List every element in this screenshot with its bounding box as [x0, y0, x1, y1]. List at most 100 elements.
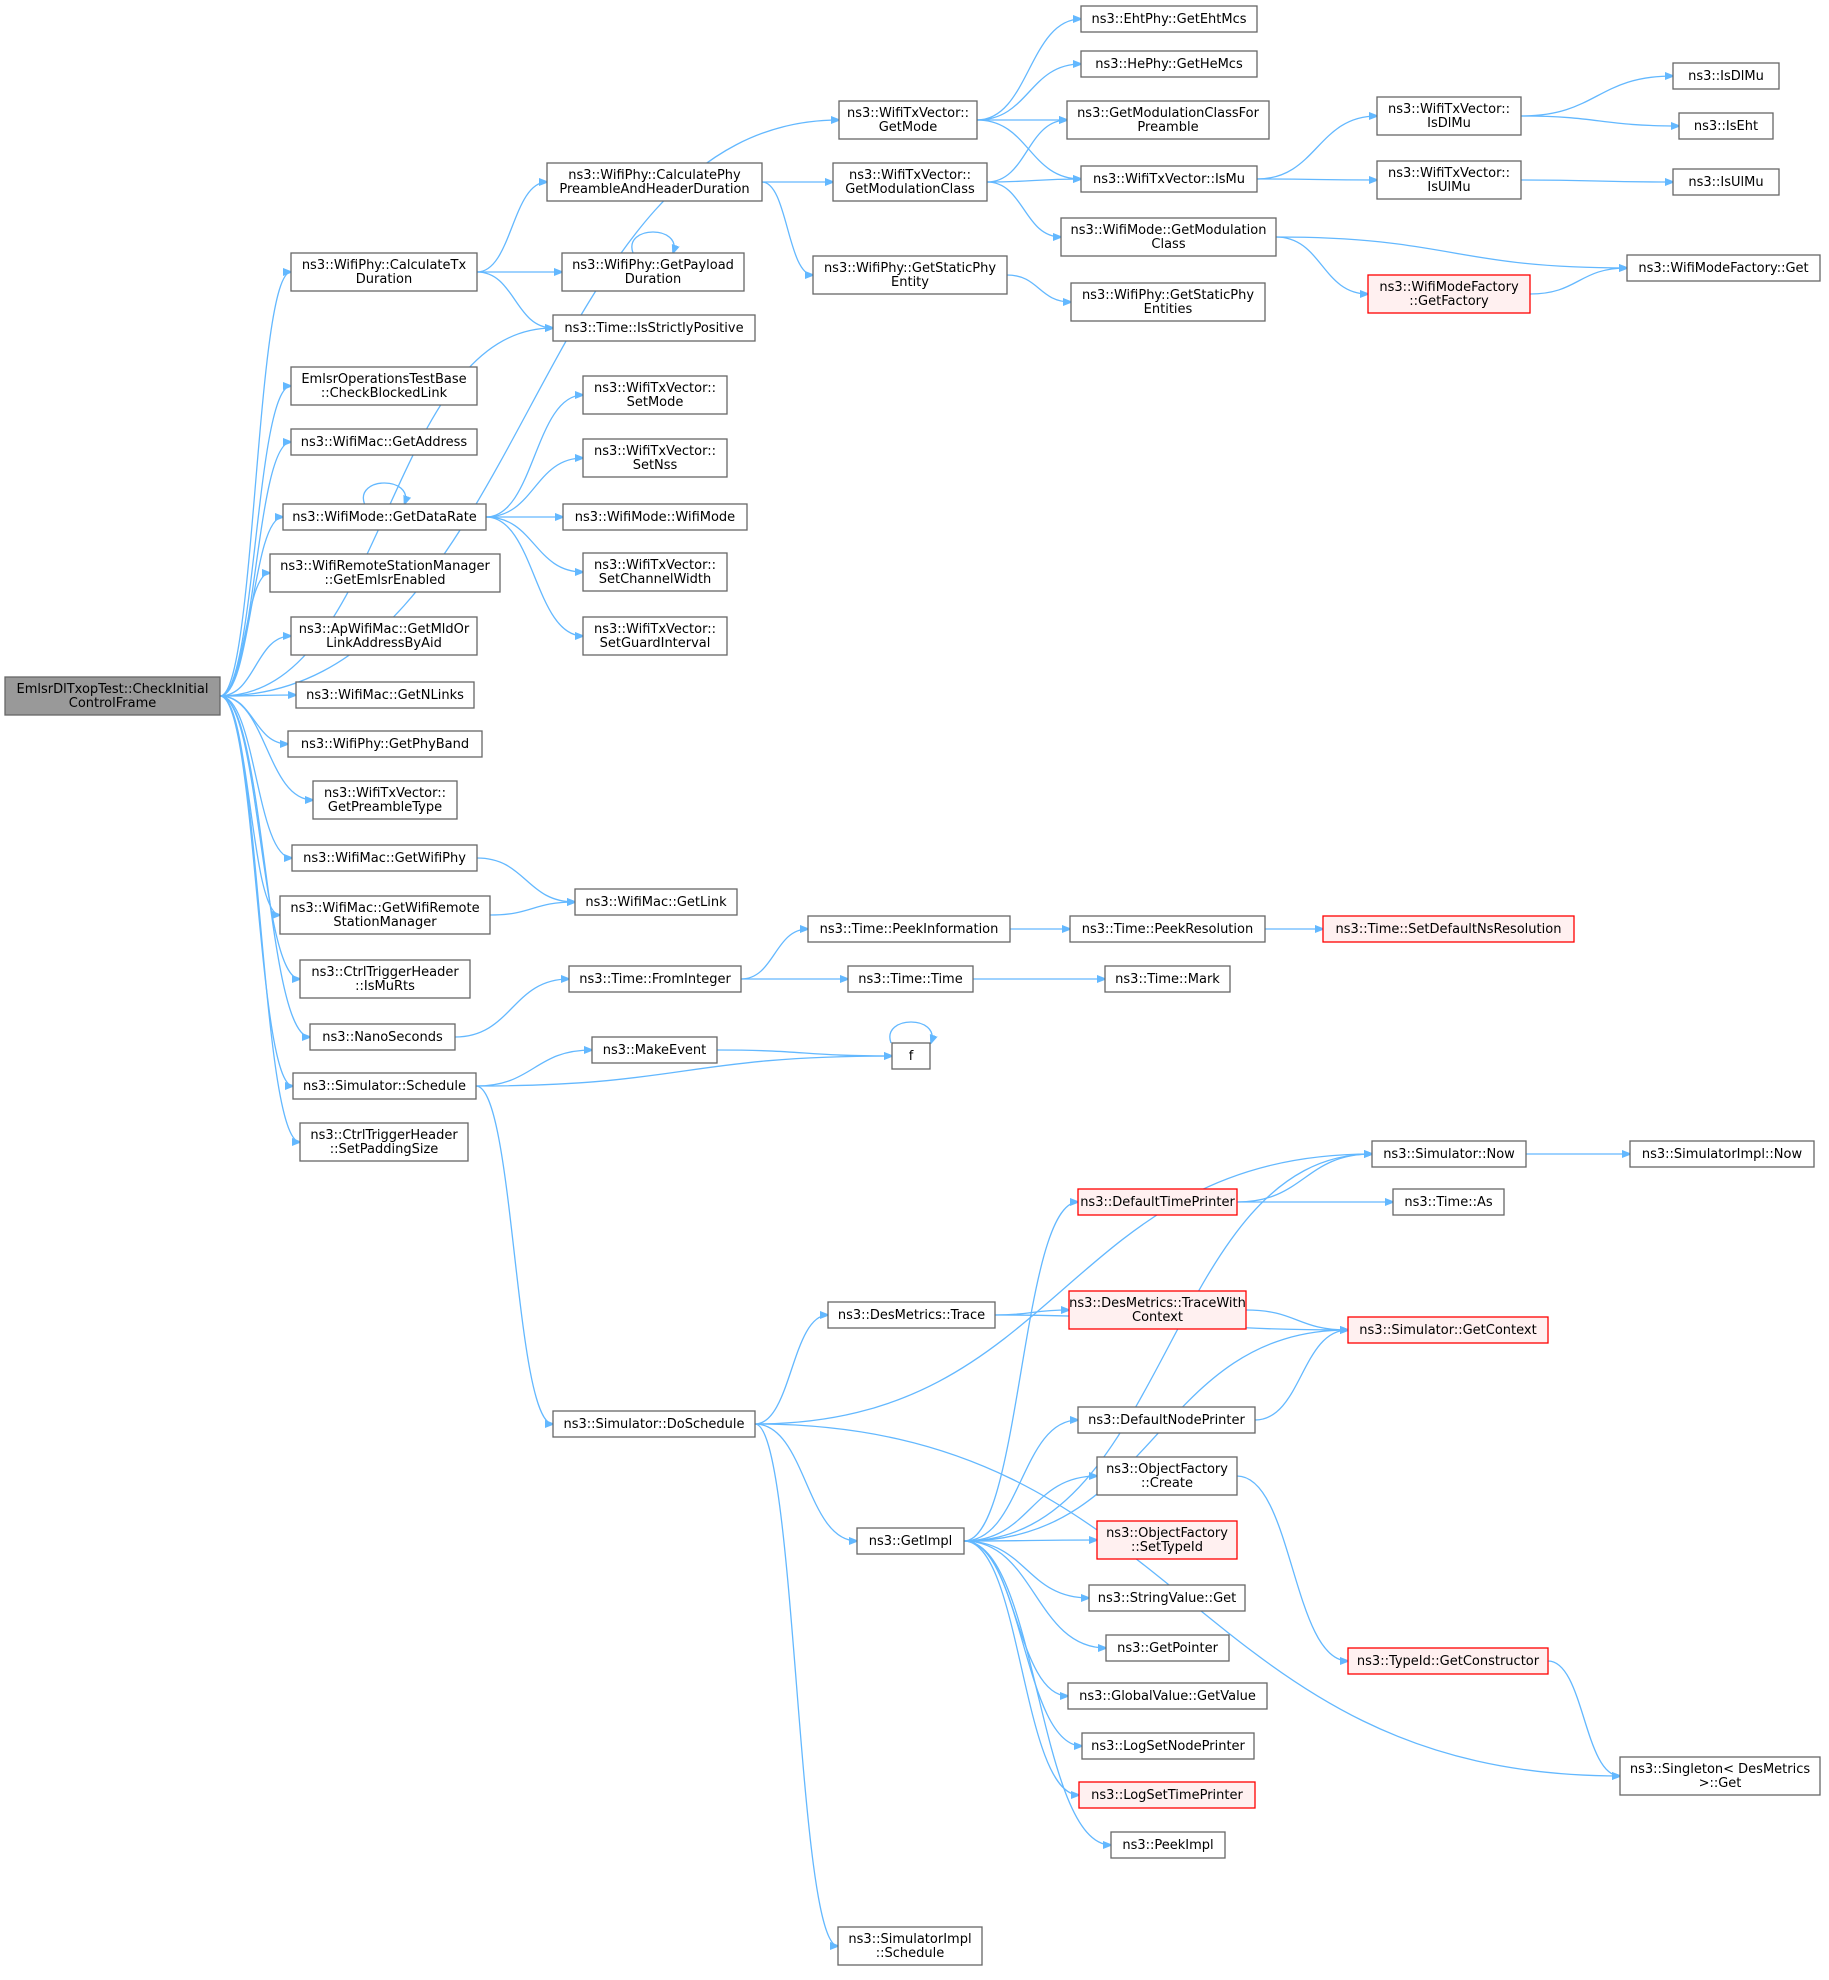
node-n68[interactable]: ns3::SimulatorImpl::Now [1629, 1140, 1815, 1168]
node-box[interactable] [591, 1036, 718, 1064]
node-n26[interactable]: ns3::Time::FromInteger [568, 965, 742, 993]
node-n13[interactable]: ns3::CtrlTriggerHeader::IsMuRts [299, 959, 471, 999]
node-box[interactable] [1626, 254, 1821, 282]
node-box[interactable] [279, 895, 491, 935]
node-box[interactable] [282, 503, 487, 531]
node-n58[interactable]: ns3::WifiModeFactory::GetFactory [1367, 274, 1531, 314]
node-n38[interactable]: ns3::HePhy::GetHeMcs [1080, 50, 1258, 78]
node-n50[interactable]: ns3::StringValue::Get [1088, 1584, 1246, 1612]
node-n6[interactable]: ns3::WifiRemoteStationManager::GetEmlsrE… [269, 553, 501, 593]
node-box[interactable] [1088, 1584, 1246, 1612]
node-n47[interactable]: ns3::DefaultNodePrinter [1077, 1406, 1256, 1434]
node-n17[interactable]: ns3::WifiTxVector::GetMode [838, 100, 978, 140]
node-box[interactable] [309, 1023, 456, 1051]
node-n61[interactable]: ns3::Simulator::Now [1371, 1140, 1527, 1168]
node-box[interactable] [1104, 965, 1231, 993]
node-box[interactable] [1080, 165, 1258, 193]
node-box[interactable] [287, 730, 483, 758]
node-box[interactable] [299, 959, 471, 999]
node-n37[interactable]: ns3::EhtPhy::GetEhtMcs [1080, 5, 1258, 33]
node-box[interactable] [1070, 282, 1266, 322]
node-box[interactable] [292, 1072, 477, 1100]
node-n60[interactable]: ns3::Time::SetDefaultNsResolution [1322, 915, 1575, 943]
node-n65[interactable]: ns3::IsDlMu [1672, 62, 1780, 90]
node-n64[interactable]: ns3::TypeId::GetConstructor [1347, 1647, 1549, 1675]
node-box[interactable] [1081, 1732, 1255, 1760]
node-box[interactable] [1068, 1290, 1247, 1330]
node-box[interactable] [1077, 1188, 1238, 1216]
node-box[interactable] [568, 965, 742, 993]
node-n41[interactable]: ns3::WifiMode::GetModulationClass [1060, 217, 1277, 257]
node-box[interactable] [1619, 1756, 1821, 1796]
node-box[interactable] [1069, 915, 1266, 943]
node-n9[interactable]: ns3::WifiPhy::GetPhyBand [287, 730, 483, 758]
node-box[interactable] [290, 252, 478, 292]
node-box[interactable] [582, 552, 728, 592]
node-box[interactable] [562, 503, 748, 531]
node-box[interactable] [1376, 96, 1522, 136]
node-box[interactable] [847, 965, 974, 993]
node-n36[interactable]: ns3::SimulatorImpl::Schedule [837, 1926, 983, 1966]
node-box[interactable] [1392, 1188, 1505, 1216]
node-box[interactable] [1110, 1831, 1226, 1859]
node-box[interactable] [1371, 1140, 1527, 1168]
node-box[interactable] [891, 1042, 931, 1070]
node-n22[interactable]: ns3::WifiMode::WifiMode [562, 503, 748, 531]
node-n34[interactable]: ns3::DesMetrics::Trace [827, 1301, 996, 1329]
node-n48[interactable]: ns3::ObjectFactory::Create [1096, 1456, 1238, 1496]
node-n2[interactable]: ns3::Time::IsStrictlyPositive [552, 314, 756, 342]
node-box[interactable] [832, 162, 988, 202]
node-box[interactable] [582, 616, 728, 656]
node-box[interactable] [1347, 1316, 1549, 1344]
node-n45[interactable]: ns3::DefaultTimePrinter [1077, 1188, 1238, 1216]
node-n5[interactable]: ns3::WifiMode::GetDataRate [282, 503, 487, 531]
node-box[interactable] [1376, 160, 1522, 200]
node-box[interactable] [4, 676, 221, 716]
node-box[interactable] [1080, 50, 1258, 78]
node-box[interactable] [812, 255, 1008, 295]
node-n35[interactable]: ns3::GetImpl [856, 1527, 965, 1555]
node-box[interactable] [1367, 274, 1531, 314]
node-box[interactable] [827, 1301, 996, 1329]
node-box[interactable] [1067, 1682, 1268, 1710]
node-box[interactable] [1105, 1634, 1230, 1662]
node-n4[interactable]: ns3::WifiMac::GetAddress [290, 428, 478, 456]
node-n66[interactable]: ns3::IsEht [1678, 112, 1774, 140]
node-n33[interactable]: ns3::Time::Time [847, 965, 974, 993]
node-box[interactable] [1347, 1647, 1549, 1675]
node-n30[interactable]: ns3::WifiTxVector::GetModulationClass [832, 162, 988, 202]
node-n15[interactable]: ns3::Simulator::Schedule [292, 1072, 477, 1100]
node-n25[interactable]: ns3::WifiMac::GetLink [574, 888, 738, 916]
node-box[interactable] [1322, 915, 1575, 943]
node-n53[interactable]: ns3::LogSetNodePrinter [1081, 1732, 1255, 1760]
node-n49[interactable]: ns3::ObjectFactory::SetTypeId [1096, 1520, 1238, 1560]
node-n40[interactable]: ns3::WifiTxVector::IsMu [1080, 165, 1258, 193]
node-box[interactable] [290, 428, 478, 456]
node-n69[interactable]: ns3::Singleton< DesMetrics >::Get [1619, 1756, 1821, 1796]
node-n28[interactable]: f [891, 1042, 931, 1070]
node-root[interactable]: EmlsrDlTxopTest::CheckInitialControlFram… [4, 676, 221, 716]
node-n29[interactable]: ns3::Simulator::DoSchedule [552, 1410, 756, 1438]
node-n62[interactable]: ns3::Time::As [1392, 1188, 1505, 1216]
node-n11[interactable]: ns3::WifiMac::GetWifiPhy [291, 844, 478, 872]
node-n21[interactable]: ns3::WifiTxVector::SetNss [582, 438, 728, 478]
node-box[interactable] [1096, 1520, 1238, 1560]
node-n44[interactable]: ns3::Time::Mark [1104, 965, 1231, 993]
node-box[interactable] [1060, 217, 1277, 257]
node-n20[interactable]: ns3::WifiTxVector::SetMode [582, 375, 728, 415]
node-box[interactable] [1672, 168, 1780, 196]
node-n59[interactable]: ns3::WifiModeFactory::Get [1626, 254, 1821, 282]
node-box[interactable] [1066, 100, 1270, 140]
node-box[interactable] [299, 1122, 469, 1162]
node-box[interactable] [1629, 1140, 1815, 1168]
node-n18[interactable]: ns3::WifiPhy::CalculatePhyPreambleAndHea… [546, 162, 763, 202]
node-box[interactable] [561, 252, 745, 292]
node-n56[interactable]: ns3::WifiTxVector::IsDlMu [1376, 96, 1522, 136]
node-n23[interactable]: ns3::WifiTxVector::SetChannelWidth [582, 552, 728, 592]
